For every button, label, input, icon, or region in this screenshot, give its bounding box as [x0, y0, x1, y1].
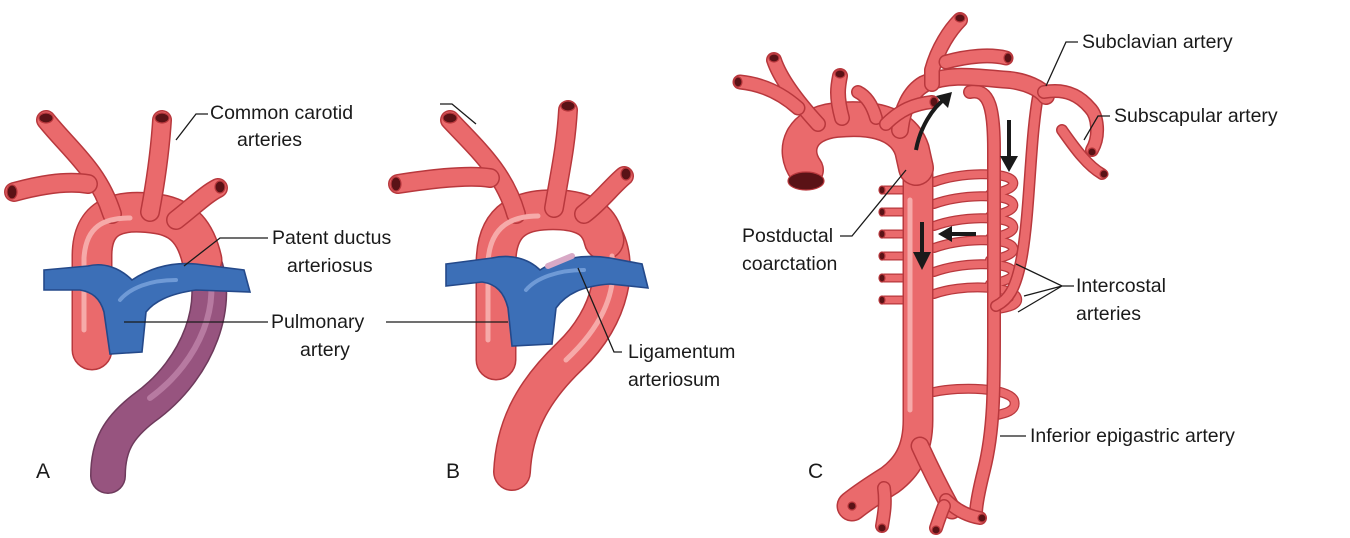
label-patent-ductus-line1: Patent ductus — [272, 227, 391, 249]
label-intercostal-line1: Intercostal — [1076, 275, 1166, 297]
label-postductal-line1: Postductal — [742, 225, 833, 247]
label-intercostal-line2: arteries — [1076, 303, 1141, 325]
panel-letter-c: C — [808, 460, 823, 483]
panel-letter-b: B — [446, 460, 460, 483]
collateral-vessels — [970, 92, 1038, 514]
label-ligamentum-line1: Ligamentum — [628, 341, 735, 363]
panel-letter-a: A — [36, 460, 50, 483]
label-postductal-line2: coarctation — [742, 253, 837, 275]
label-patent-ductus-line2: arteriosus — [287, 255, 373, 277]
label-subscapular-artery: Subscapular artery — [1114, 105, 1278, 127]
labels: Common carotid arteries Patent ductus ar… — [36, 31, 1278, 483]
panel-b — [391, 101, 648, 472]
label-pulmonary-line2: artery — [300, 339, 350, 361]
label-subclavian-artery: Subclavian artery — [1082, 31, 1233, 53]
label-common-carotid-line2: arteries — [237, 129, 302, 151]
label-inferior-epigastric-artery: Inferior epigastric artery — [1030, 425, 1235, 447]
label-ligamentum-line2: arteriosum — [628, 369, 720, 391]
flow-arrow-down-right-head — [1000, 156, 1018, 172]
panel-a — [7, 113, 250, 476]
label-pulmonary-line1: Pulmonary — [271, 311, 364, 333]
label-common-carotid-line1: Common carotid — [210, 102, 353, 124]
